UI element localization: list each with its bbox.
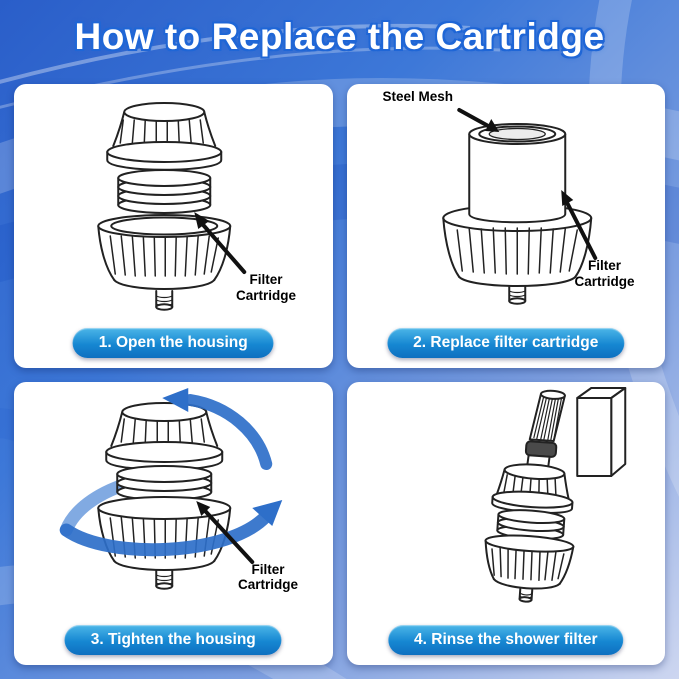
filter-cartridge-threads xyxy=(116,464,213,501)
filter-cartridge-cylinder xyxy=(467,123,566,224)
step-label-3: 3. Tighten the housing xyxy=(64,625,282,655)
shower-arm-threads xyxy=(528,389,566,442)
steel-mesh-pointer-arrow xyxy=(456,108,499,132)
annotation-steel-mesh: Steel Mesh xyxy=(382,89,454,104)
open-housing-illustration xyxy=(97,102,247,311)
page-title: How to Replace the Cartridge xyxy=(74,16,605,57)
rinse-filter-illustration xyxy=(484,386,626,603)
step-panel-1: Filter Cartridge 1. Open the housing xyxy=(14,84,333,368)
housing-cap xyxy=(106,102,223,171)
housing-cup xyxy=(97,214,232,311)
step-panel-4: 4. Rinse the shower filter xyxy=(346,381,665,665)
step-label-2: 2. Replace filter cartridge xyxy=(387,327,625,358)
step-panel-2: Steel Mesh Filter Cartridge 2. Replace f… xyxy=(346,84,665,368)
tighten-housing-illustration xyxy=(59,387,283,590)
annotation-filter-cartridge: Filter Cartridge xyxy=(235,272,296,303)
filter-cup xyxy=(484,533,574,603)
rotation-arrow-top xyxy=(162,387,273,470)
annotation-filter-cartridge: Filter Cartridge xyxy=(574,258,635,289)
shower-pipe xyxy=(575,386,626,477)
replace-cartridge-illustration xyxy=(441,108,597,305)
step-panel-3: Filter Cartridge 3. Tighten the housing xyxy=(14,381,333,665)
annotation-filter-cartridge: Filter Cartridge xyxy=(237,561,298,593)
step-label-1: 1. Open the housing xyxy=(72,327,274,358)
step-label-4: 4. Rinse the shower filter xyxy=(388,625,624,655)
steps-grid: Filter Cartridge 1. Open the housing xyxy=(14,84,665,665)
rotation-arrow-front xyxy=(59,499,283,556)
shower-filter-assembly xyxy=(484,389,574,603)
filter-cap xyxy=(490,462,573,514)
pointer-arrow xyxy=(194,212,247,274)
filter-cartridge-threads xyxy=(117,169,212,214)
pointer-arrow xyxy=(196,500,255,564)
housing-cap xyxy=(105,401,224,471)
pointer-arrow xyxy=(560,190,597,260)
